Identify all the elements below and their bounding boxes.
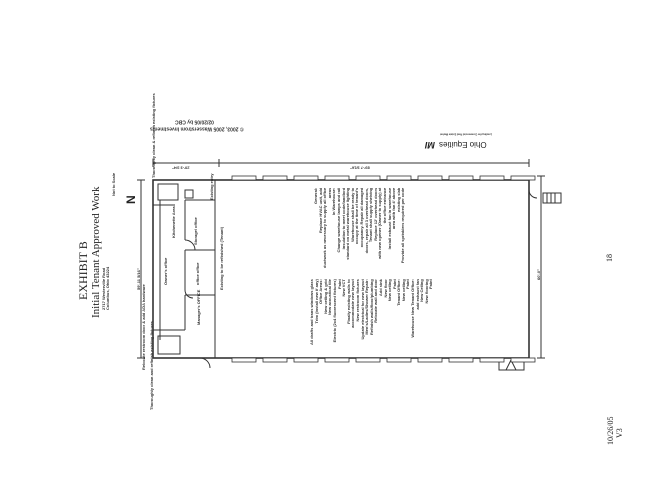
- note-line: Provide all sprinklers required per code: [400, 187, 406, 264]
- window: [510, 175, 536, 181]
- callout-bottom-left: Thoroughly clean and refinish existing f…: [149, 321, 154, 410]
- window: [324, 175, 350, 181]
- window: [417, 175, 443, 181]
- window: [479, 357, 505, 363]
- room-kitchenette: Kitchenette Area: [171, 206, 176, 238]
- window: [262, 357, 288, 363]
- window: [386, 175, 412, 181]
- note-line: ductwork as necessary to supply all offi…: [322, 187, 328, 268]
- window: [324, 357, 350, 363]
- footer-date: 10/26/05: [606, 416, 615, 445]
- window: [293, 357, 319, 363]
- room-existing: Existing to be refinished (Tenant): [219, 226, 224, 290]
- window: [293, 175, 319, 181]
- callout-top-right: Thoroughly clean & refinish existing fix…: [151, 93, 156, 178]
- window: [355, 175, 381, 181]
- page-number: 18: [605, 254, 614, 262]
- footer-version: V3: [615, 428, 624, 438]
- window: [262, 175, 288, 181]
- callout-restroom: Relocate restroom door & add ADA hardwar…: [141, 284, 146, 370]
- window: [448, 175, 474, 181]
- dimension-top: 89'-7 3/16": [350, 165, 370, 171]
- room-owners-office: Owner's office: [163, 257, 168, 285]
- window: [479, 175, 505, 181]
- room-office: office office: [195, 262, 200, 285]
- window: [510, 357, 536, 363]
- room-entry: Existing entry: [209, 173, 214, 200]
- note-line: Electric (2x4 fluorescent fixtures): [331, 279, 337, 343]
- window: [231, 175, 257, 181]
- window: [417, 357, 443, 363]
- note-line: Paint: [428, 279, 434, 289]
- dimension-right: 60'-0": [536, 269, 541, 280]
- window: [386, 357, 412, 363]
- dimension-top-left: 20'-3 3/4": [172, 165, 190, 171]
- room-manager-office: Manager's OFFICE: [196, 289, 201, 325]
- window: [355, 357, 381, 363]
- room-storage: Storage/ office: [193, 217, 198, 245]
- window: [231, 357, 257, 363]
- window: [448, 357, 474, 363]
